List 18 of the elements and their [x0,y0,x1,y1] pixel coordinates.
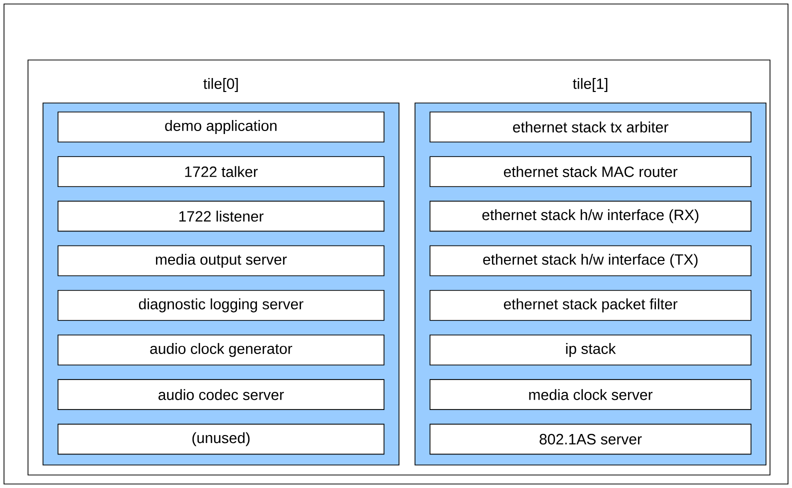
component-box: diagnostic logging server [58,290,384,321]
component-box: ethernet stack h/w interface (RX) [430,200,752,232]
component-box: ethernet stack MAC router [430,156,752,187]
tile-label: tile[1] [572,78,608,92]
component-box: demo application [58,112,384,142]
component-box: media clock server [430,379,752,410]
component-box: 1722 listener [58,200,384,232]
component-box: ethernet stack packet filter [430,290,752,321]
component-box: audio codec server [58,379,384,410]
tile-label: tile[0] [203,78,238,92]
component-box: ethernet stack h/w interface (TX) [430,245,752,276]
component-box: ip stack [430,334,752,366]
component-box: (unused) [58,424,384,455]
component-box: media output server [58,245,384,276]
component-box: audio clock generator [58,334,384,366]
component-box: 1722 talker [58,156,384,187]
component-box: ethernet stack tx arbiter [430,112,752,142]
component-box: 802.1AS server [430,424,752,455]
